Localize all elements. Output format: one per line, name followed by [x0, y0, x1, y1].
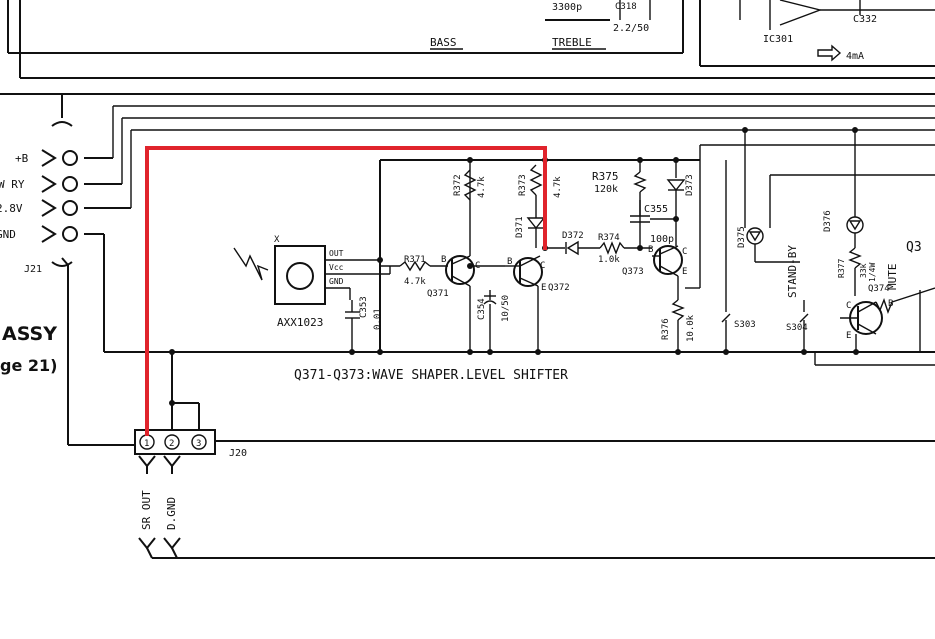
d375-label: D375: [737, 226, 747, 248]
assy-page-ref: ge 21): [0, 356, 57, 375]
q372-pin-b: B: [507, 257, 512, 267]
stage-q372: B C E Q372 R373 4.7k D371: [505, 164, 570, 352]
d376-label: D376: [823, 210, 833, 232]
stage-q373: D372 R374 1.0k R375 120k C355 100p B C E…: [545, 144, 935, 352]
bass-label: BASS: [430, 36, 457, 49]
connector-j20: 1 2 3 J20 SR OUT D.GND: [134, 352, 935, 559]
r376-label: R376: [661, 318, 671, 340]
c355-value: 100p: [650, 234, 674, 245]
c355-label: C355: [644, 204, 668, 215]
d371-label: D371: [515, 216, 525, 238]
d372-label: D372: [562, 231, 584, 241]
sensor-vcc-pin: Vcc: [329, 263, 344, 272]
c332-label: C332: [853, 14, 877, 25]
pin-gnd: GND: [0, 228, 16, 241]
r374-label: R374: [598, 233, 620, 243]
s303-label: S303: [734, 320, 756, 330]
j20-pin-1: 1: [144, 439, 149, 449]
pin-b-plus: +B: [15, 152, 29, 165]
r373-label: R373: [518, 174, 528, 196]
q374-pin-c: C: [846, 301, 851, 311]
supply-bus: [0, 93, 935, 446]
j20-label: J20: [229, 448, 247, 459]
top-c318-label: C318: [615, 2, 637, 12]
c353-label: C353: [359, 296, 369, 318]
q372-label: Q372: [548, 283, 570, 293]
sensor-out-pin: OUT: [329, 249, 344, 258]
stage-caption: Q371-Q373:WAVE SHAPER.LEVEL SHIFTER: [294, 368, 568, 383]
q373-pin-e: E: [682, 267, 687, 277]
sr-out-highlight-path: [145, 146, 547, 436]
r375-label: R375: [592, 170, 619, 183]
assy-label: ASSY: [2, 323, 57, 345]
standby-label: STAND-BY: [786, 245, 799, 298]
pin-2-8v: 2.8V: [0, 202, 23, 215]
sensor-gnd-pin: GND: [329, 277, 344, 286]
r377-watt: 1/4W: [868, 263, 877, 282]
j21-label: J21: [24, 264, 42, 275]
q372-pin-c: C: [540, 261, 545, 271]
q374-pin-b: B: [888, 299, 893, 309]
r371-value: 4.7k: [404, 277, 426, 287]
q373-label: Q373: [622, 267, 644, 277]
r376-value: 10.0k: [686, 314, 696, 342]
q374-pin-e: E: [846, 331, 851, 341]
top-cap-value: 3300p: [552, 2, 582, 13]
sr-out-label: SR OUT: [140, 490, 153, 530]
r373-value: 4.7k: [553, 176, 563, 198]
r371-label: R371: [404, 255, 426, 265]
d-gnd-label: D.GND: [165, 497, 178, 530]
sensor-axx1023: X OUT Vcc GND AXX1023 C353 0.01: [233, 235, 400, 352]
r372-value: 4.7k: [477, 176, 487, 198]
j20-pin-2: 2: [169, 439, 174, 449]
j20-pin-3: 3: [196, 439, 201, 449]
q371-label: Q371: [427, 289, 449, 299]
stage-q371: R371 4.7k B C Q371 R372 4.7k C354 10/50: [399, 160, 511, 352]
q3-label: Q3: [906, 240, 922, 255]
r375-value: 120k: [594, 184, 618, 195]
top-c318-value: 2.2/50: [613, 23, 649, 34]
r377-value: 33k: [859, 263, 868, 278]
s304-label: S304: [786, 323, 808, 333]
sensor-part-label: AXX1023: [277, 316, 323, 329]
pin-w-ry: W RY: [0, 178, 25, 191]
q373-pin-c: C: [682, 247, 687, 257]
c354-label: C354: [477, 298, 487, 320]
top-section: 3300p C318 2.2/50 BASS TREBLE IC301 C332…: [7, 0, 935, 79]
stage-switches: S303 S304 D375 STAND-BY D376 R377 33k 1/…: [721, 130, 935, 366]
c353-value: 0.01: [373, 308, 383, 330]
r372-label: R372: [453, 174, 463, 196]
d373-label: D373: [685, 174, 695, 196]
mute-label: MUTE: [886, 264, 899, 291]
treble-label: TREBLE: [552, 36, 592, 49]
sensor-x-label: X: [274, 235, 280, 245]
q372-pin-e: E: [541, 283, 546, 293]
q371-pin-b: B: [441, 255, 446, 265]
c354-value: 10/50: [501, 295, 511, 322]
ic301-label: IC301: [763, 34, 793, 45]
r377-label: R377: [837, 259, 846, 278]
connector-j21: +B W RY 2.8V GND J21 ASSY ge 21): [0, 121, 78, 375]
q373-pin-b: B: [648, 245, 653, 255]
current-label: 4mA: [846, 51, 864, 62]
q374-label: Q374: [868, 284, 890, 294]
r374-value: 1.0k: [598, 255, 620, 265]
